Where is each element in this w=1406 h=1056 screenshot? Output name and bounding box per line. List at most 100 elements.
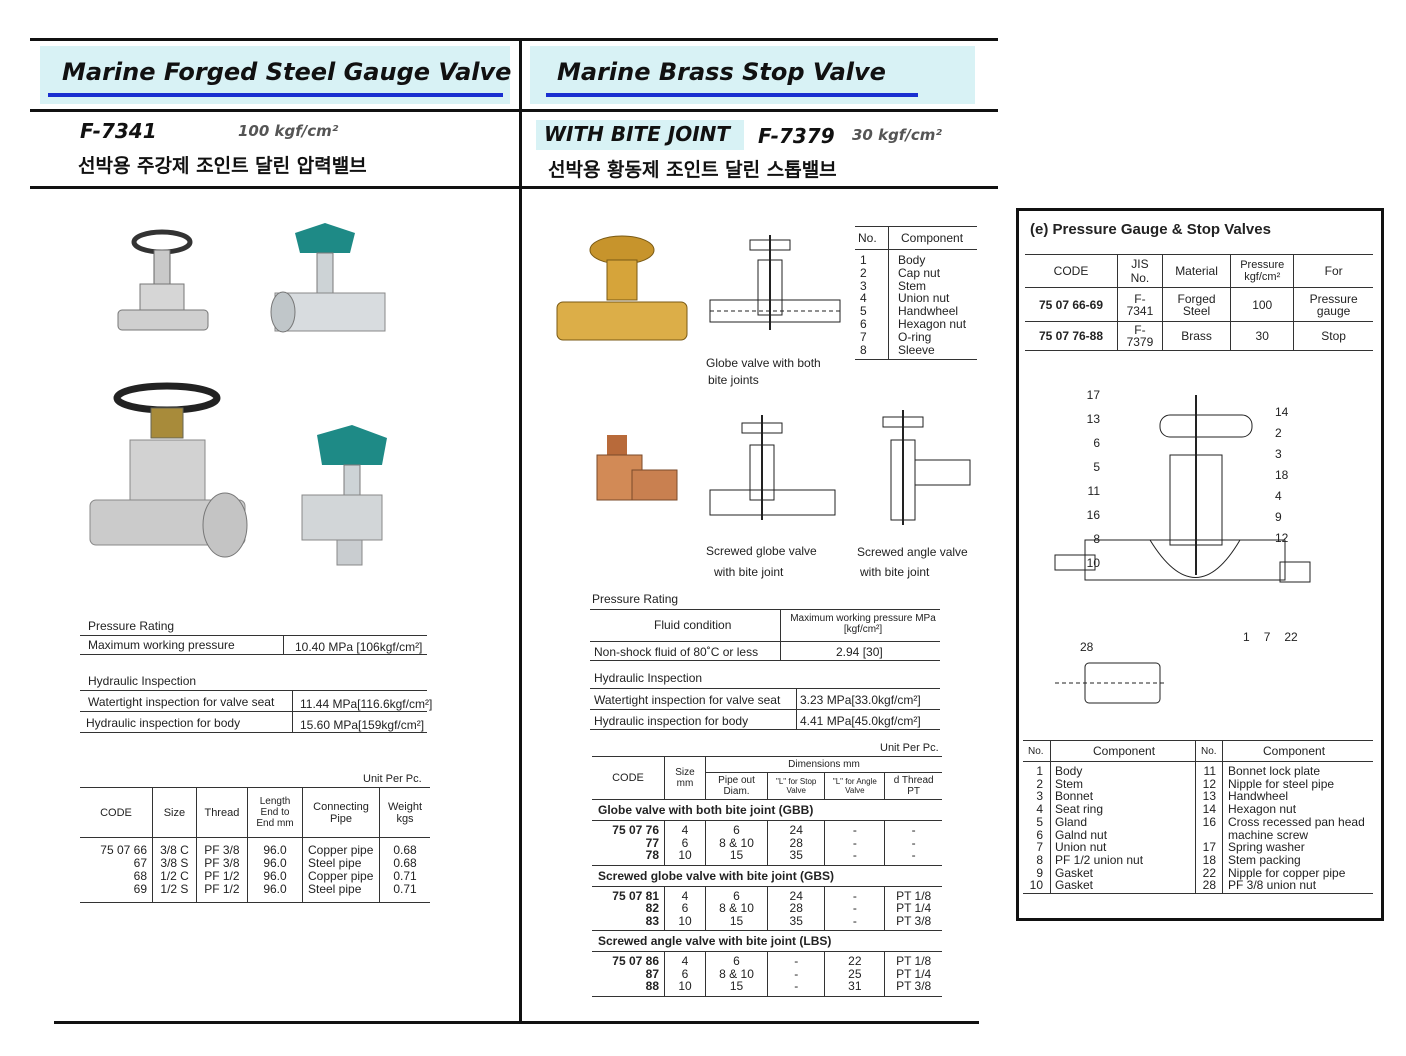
left-hydraulic-heading: Hydraulic Inspection	[88, 674, 197, 688]
col-code: CODE	[80, 787, 153, 838]
caption-screwed-globe-1: Screwed globe valve	[706, 544, 817, 558]
table-cell: 75 07 66	[80, 837, 153, 857]
mid-hy-rule-mid	[590, 709, 940, 710]
mid-korean-title: 선박용 황동제 조인트 달린 스톱밸브	[548, 159, 837, 181]
brass-valve-photo-2	[596, 435, 678, 501]
table-cell: -	[824, 902, 886, 915]
title-bottom-rule	[30, 109, 998, 112]
right-comp-rule-bottom	[1023, 893, 1373, 894]
mid-table-header-row: Pipe out Diam. "L" for Stop Valve "L" fo…	[592, 772, 942, 800]
mid-spec-table: CODE Size mm Dimensions mm Pipe out Diam…	[592, 756, 942, 997]
left-pr-rule-bottom	[80, 654, 427, 655]
mid-title: Marine Brass Stop Valve	[557, 58, 886, 86]
mid-comp-head-no: No.	[858, 231, 877, 245]
component-number: 16	[1202, 814, 1216, 829]
right-col-code: CODE	[1025, 254, 1118, 288]
left-hy-row2-label: Hydraulic inspection for body	[86, 716, 241, 730]
col-weight: Weight kgs	[387, 800, 423, 825]
table-cell: 8 & 10	[705, 836, 769, 849]
mid-hy-rule-bottom	[590, 729, 940, 730]
diagram-label: 8	[1093, 532, 1100, 546]
component-name: Nipple for steel pipe	[1228, 776, 1335, 791]
diagram-label: 22	[1284, 630, 1298, 644]
mid-pr-rule-bottom	[590, 660, 940, 661]
component-row: 2 Cap nut	[860, 265, 978, 280]
component-name: Hexagon nut	[1228, 802, 1297, 817]
table-cell: 10	[664, 980, 706, 996]
component-number: 28	[1202, 878, 1216, 893]
component-number: 2	[1036, 776, 1043, 791]
table-cell: 6	[664, 967, 706, 980]
component-name: Spring washer	[1228, 840, 1305, 855]
component-name: Union nut	[1055, 840, 1107, 855]
diagram-label: 6	[1093, 436, 1100, 450]
table-cell: 1/2 S	[152, 883, 197, 903]
table-cell: -	[911, 835, 916, 850]
table-cell: -	[911, 823, 916, 837]
mid-col-size: Size mm	[664, 756, 706, 800]
table-cell: 6	[664, 836, 706, 849]
table-cell: 75 07 76	[592, 820, 665, 837]
left-code: F-7341	[80, 119, 157, 143]
mid-title-underline	[546, 93, 918, 97]
caption-screwed-angle-2: with bite joint	[860, 565, 930, 579]
table-cell: F-7341	[1117, 287, 1163, 322]
table-cell: Forged Steel	[1162, 287, 1232, 322]
left-title: Marine Forged Steel Gauge Valve	[62, 58, 512, 86]
table-cell: 6	[705, 820, 769, 837]
gauge-valve-photo-2	[270, 223, 386, 333]
left-hy-rule-mid	[80, 711, 427, 712]
mid-comp-rule-mid	[855, 249, 977, 250]
table-cell: 83	[592, 914, 665, 931]
globe-valve-diagram-1	[709, 235, 841, 330]
left-hy-rule-top	[80, 690, 427, 691]
table-cell: 31	[824, 980, 886, 996]
left-pr-label: Maximum working pressure	[88, 638, 235, 652]
component-name: Body	[1055, 764, 1083, 778]
mid-pr-col2: Maximum working pressure MPa [kgf/cm²]	[790, 613, 936, 635]
mid-comp-head-name: Component	[901, 231, 964, 245]
left-pr-value: 10.40 MPa [106kgf/cm²]	[295, 640, 423, 654]
component-number: 2	[860, 265, 867, 280]
table-cell: 100	[1230, 287, 1295, 322]
component-name: PF 3/8 union nut	[1228, 878, 1317, 893]
table-cell: 82	[592, 902, 665, 915]
table-cell: PF 1/2	[196, 870, 249, 883]
component-name: Seat ring	[1055, 802, 1104, 817]
screwed-angle-diagram	[882, 410, 971, 525]
component-name: Cap nut	[898, 265, 941, 280]
top-rule	[30, 38, 998, 41]
right-col-material: Material	[1162, 254, 1232, 288]
diagram-label: 1	[1243, 630, 1250, 644]
table-cell: 10	[664, 849, 706, 865]
component-number: 5	[1036, 814, 1043, 829]
table-cell: 75 07 66-69	[1025, 287, 1118, 322]
component-number: 3	[1036, 789, 1043, 804]
left-pr-divider	[283, 635, 284, 655]
right-summary-table: CODE JIS No. Material Pressure kgf/cm² F…	[1025, 254, 1373, 351]
table-cell: PT 1/8	[896, 954, 932, 968]
screwed-globe-diagram	[709, 415, 836, 520]
table-cell: Stop	[1321, 329, 1346, 343]
stop-valve-section-diagram	[1054, 395, 1311, 583]
mid-pr-row-value: 2.94 [30]	[836, 645, 883, 659]
component-number: 11	[1203, 764, 1216, 778]
mid-comp-rule-bottom	[855, 359, 977, 360]
component-name: Bonnet lock plate	[1228, 764, 1321, 778]
